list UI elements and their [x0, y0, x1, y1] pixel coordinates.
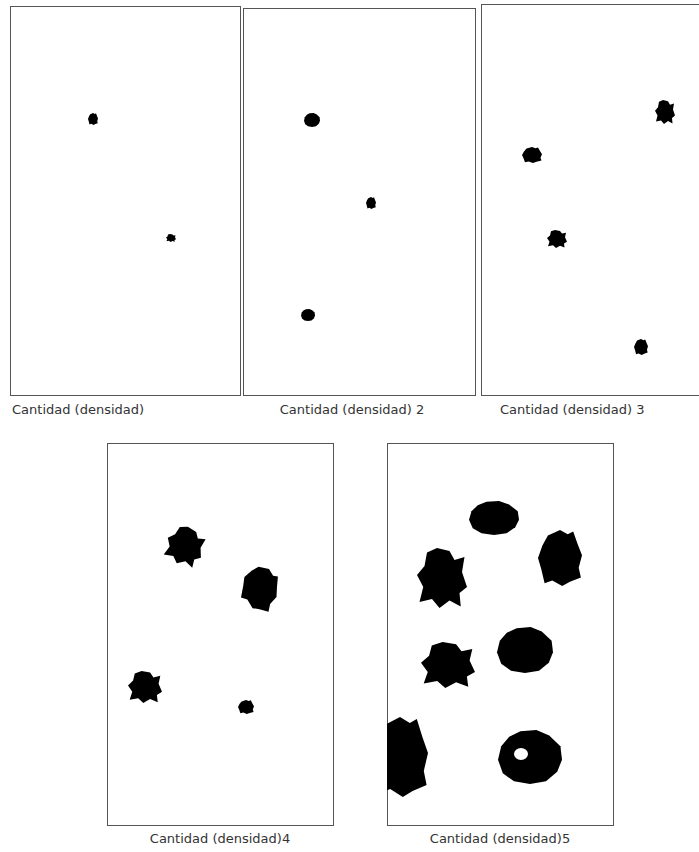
- panel-caption: Cantidad (densidad)5: [430, 831, 570, 847]
- blobs: [88, 100, 675, 797]
- panel-caption: Cantidad (densidad)4: [150, 831, 290, 847]
- panel-caption: Cantidad (densidad): [12, 402, 144, 418]
- panel-caption: Cantidad (densidad) 2: [280, 402, 425, 418]
- panel-frames: [11, 5, 699, 826]
- panel-caption: Cantidad (densidad) 3: [500, 402, 645, 418]
